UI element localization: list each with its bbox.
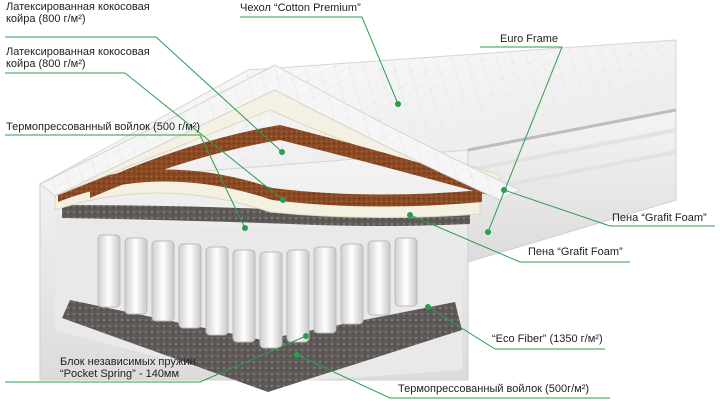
leader-dots xyxy=(242,101,507,358)
leader-thermo-felt-top xyxy=(5,134,246,229)
label-latex-coir-2-line2: койра (800 г/м²) xyxy=(6,58,86,70)
dot-eco-fiber xyxy=(425,304,431,310)
dot-grafit-foam-2 xyxy=(407,212,413,218)
leader-euro-frame xyxy=(480,46,563,233)
dot-thermo-felt-bottom xyxy=(294,352,300,358)
label-latex-coir-1-line1: Латексированная кокосовая xyxy=(6,1,150,13)
dot-latex-coir-1 xyxy=(279,149,285,155)
label-grafit-foam-2: Пена “Grafit Foam” xyxy=(528,246,623,258)
coir-layer-1 xyxy=(90,125,492,198)
label-pocket-spring-line2: “Pocket Spring” - 140мм xyxy=(60,368,180,380)
leader-latex-coir-2 xyxy=(5,72,284,201)
dot-cover xyxy=(395,101,401,107)
dot-euro-frame xyxy=(485,229,491,235)
leader-pocket-spring xyxy=(5,335,307,383)
felt-top-layer xyxy=(62,205,470,226)
label-grafit-foam-1: Пена “Grafit Foam” xyxy=(612,212,707,224)
label-latex-coir-2: Латексированная кокосовая койра (800 г/м… xyxy=(6,46,150,70)
leader-cover xyxy=(240,16,399,105)
label-latex-coir-1: Латексированная кокосовая койра (800 г/м… xyxy=(6,1,150,25)
coir-layer-2 xyxy=(58,169,482,207)
label-cover: Чехол “Cotton Premium” xyxy=(240,2,361,14)
leader-grafit-foam-1 xyxy=(503,189,715,227)
leader-latex-coir-1 xyxy=(5,36,283,153)
dot-thermo-felt-top xyxy=(242,225,248,231)
dot-latex-coir-2 xyxy=(280,197,286,203)
leader-thermo-felt-bottom xyxy=(296,354,610,399)
dot-pocket-spring xyxy=(303,333,309,339)
label-latex-coir-1-line2: койра (800 г/м²) xyxy=(6,13,86,25)
label-latex-coir-2-line1: Латексированная кокосовая xyxy=(6,46,150,58)
leader-lines xyxy=(5,16,715,399)
label-pocket-spring-line1: Блок независимых пружин xyxy=(60,356,196,368)
label-euro-frame: Euro Frame xyxy=(500,33,559,45)
label-thermo-felt-top: Термопрессованный войлок (500 г/м²) xyxy=(6,121,201,133)
label-pocket-spring: Блок независимых пружин “Pocket Spring” … xyxy=(60,356,196,380)
label-thermo-felt-bottom: Термопрессованный войлок (500г/м²) xyxy=(398,383,590,395)
dot-grafit-foam-1 xyxy=(501,187,507,193)
leader-grafit-foam-2 xyxy=(409,214,630,263)
top-cover-quilt xyxy=(40,65,520,200)
label-eco-fiber: “Eco Fiber” (1350 г/м²) xyxy=(492,333,603,345)
leader-eco-fiber xyxy=(427,306,605,350)
euro-frame-edge xyxy=(467,108,677,152)
pocket-springs xyxy=(97,234,418,349)
